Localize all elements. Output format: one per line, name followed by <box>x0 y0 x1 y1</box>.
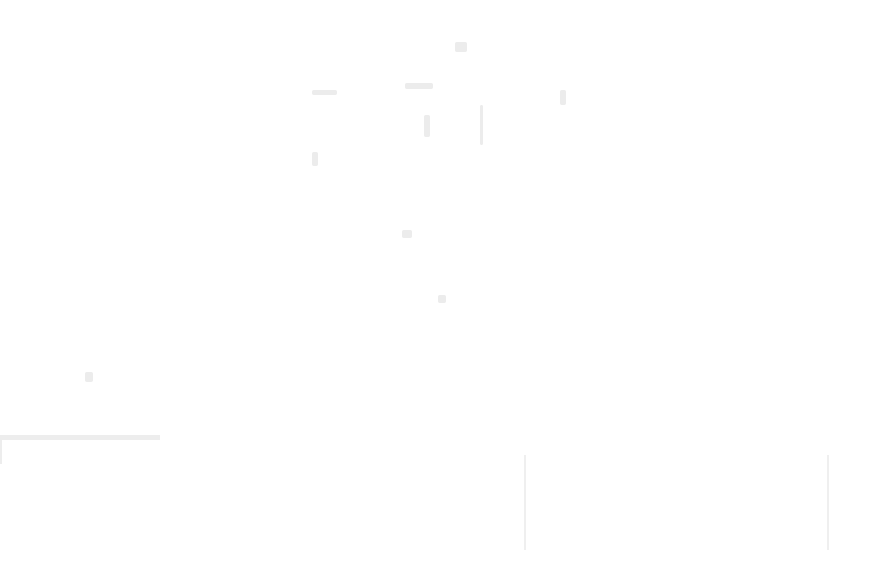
faded-mark <box>424 115 430 137</box>
faded-mark <box>312 90 337 95</box>
faded-mark <box>405 83 433 89</box>
faded-content-box <box>524 455 829 550</box>
faded-mark <box>438 295 446 303</box>
faded-mark <box>480 105 483 145</box>
faded-panel-edge <box>0 440 2 464</box>
faded-panel-top-border <box>0 435 160 440</box>
faded-mark <box>85 372 93 382</box>
faded-mark <box>455 42 467 52</box>
faded-mark <box>402 230 412 238</box>
faded-mark <box>312 152 318 166</box>
faded-mark <box>560 90 566 105</box>
